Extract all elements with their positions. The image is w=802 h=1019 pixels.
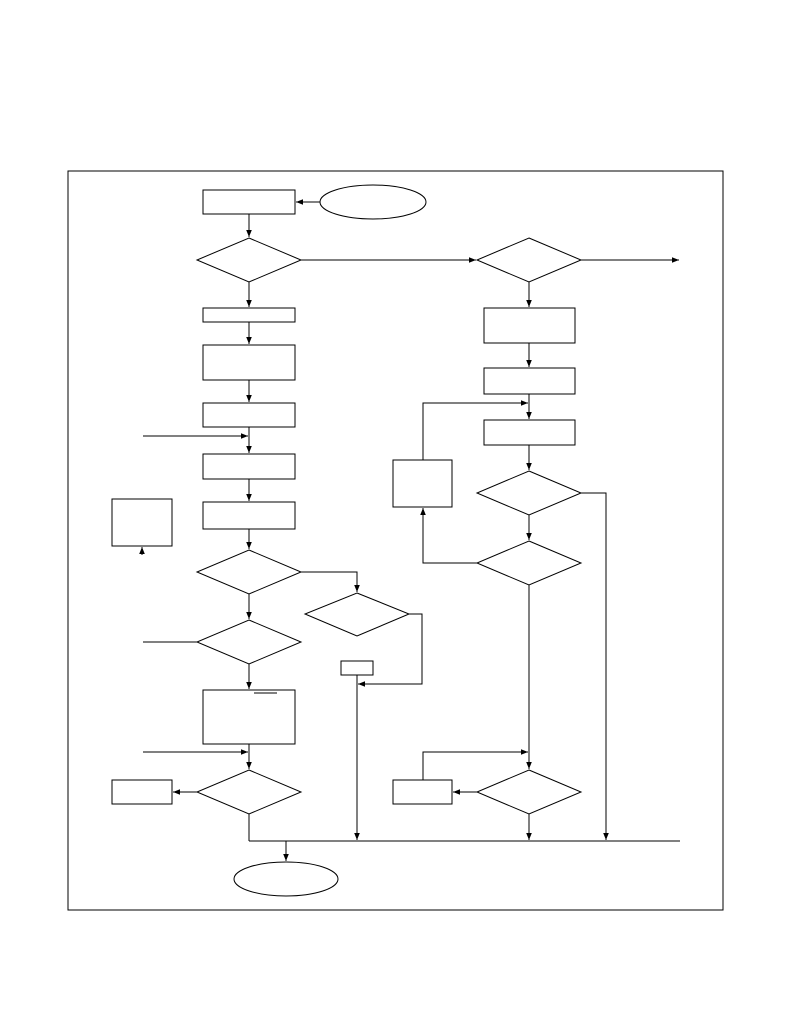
decision-2 [195,549,303,595]
start-terminator [319,184,427,220]
decision-9 [475,769,583,815]
decision-5 [303,592,411,637]
connector [420,508,477,564]
decision-8 [475,540,583,586]
process-box-5 [202,453,296,480]
process-box-13 [392,779,453,805]
decision-6 [475,237,583,283]
process-box-7 [202,689,296,745]
end-terminator [233,861,339,897]
process-box-1 [202,189,296,215]
process-box-2 [202,307,296,323]
connector [581,492,609,840]
process-box-4 [202,402,296,428]
connector [422,400,528,460]
decision-3 [195,619,303,665]
connector [301,571,360,592]
process-box-8 [111,779,173,805]
note-box [111,498,173,547]
connector [422,749,528,780]
loop-box [392,459,453,508]
process-box-10 [483,307,576,344]
process-box-12 [483,419,576,446]
process-box-11 [483,367,576,395]
decision-4 [195,769,303,815]
diagram-frame [67,170,724,911]
process-box-9 [340,660,374,676]
connector [358,613,423,687]
decision-7 [475,470,583,516]
process-box-6 [202,501,296,530]
process-box-3 [202,344,296,381]
decision-1 [195,237,303,283]
